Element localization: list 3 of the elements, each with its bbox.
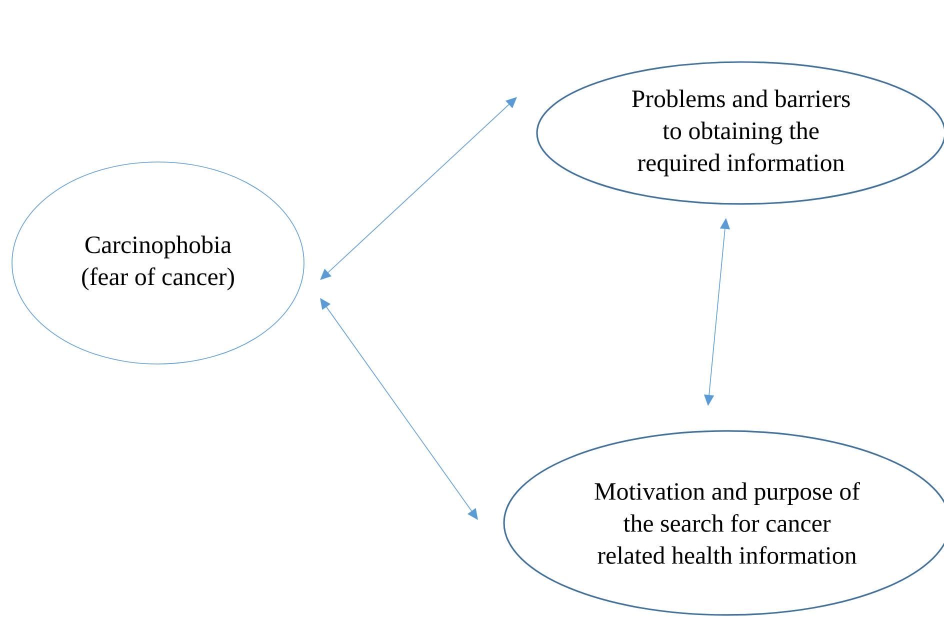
double-arrow <box>320 298 478 520</box>
ellipse-node: Carcinophobia (fear of cancer) <box>12 162 304 364</box>
double-arrow <box>320 97 517 280</box>
